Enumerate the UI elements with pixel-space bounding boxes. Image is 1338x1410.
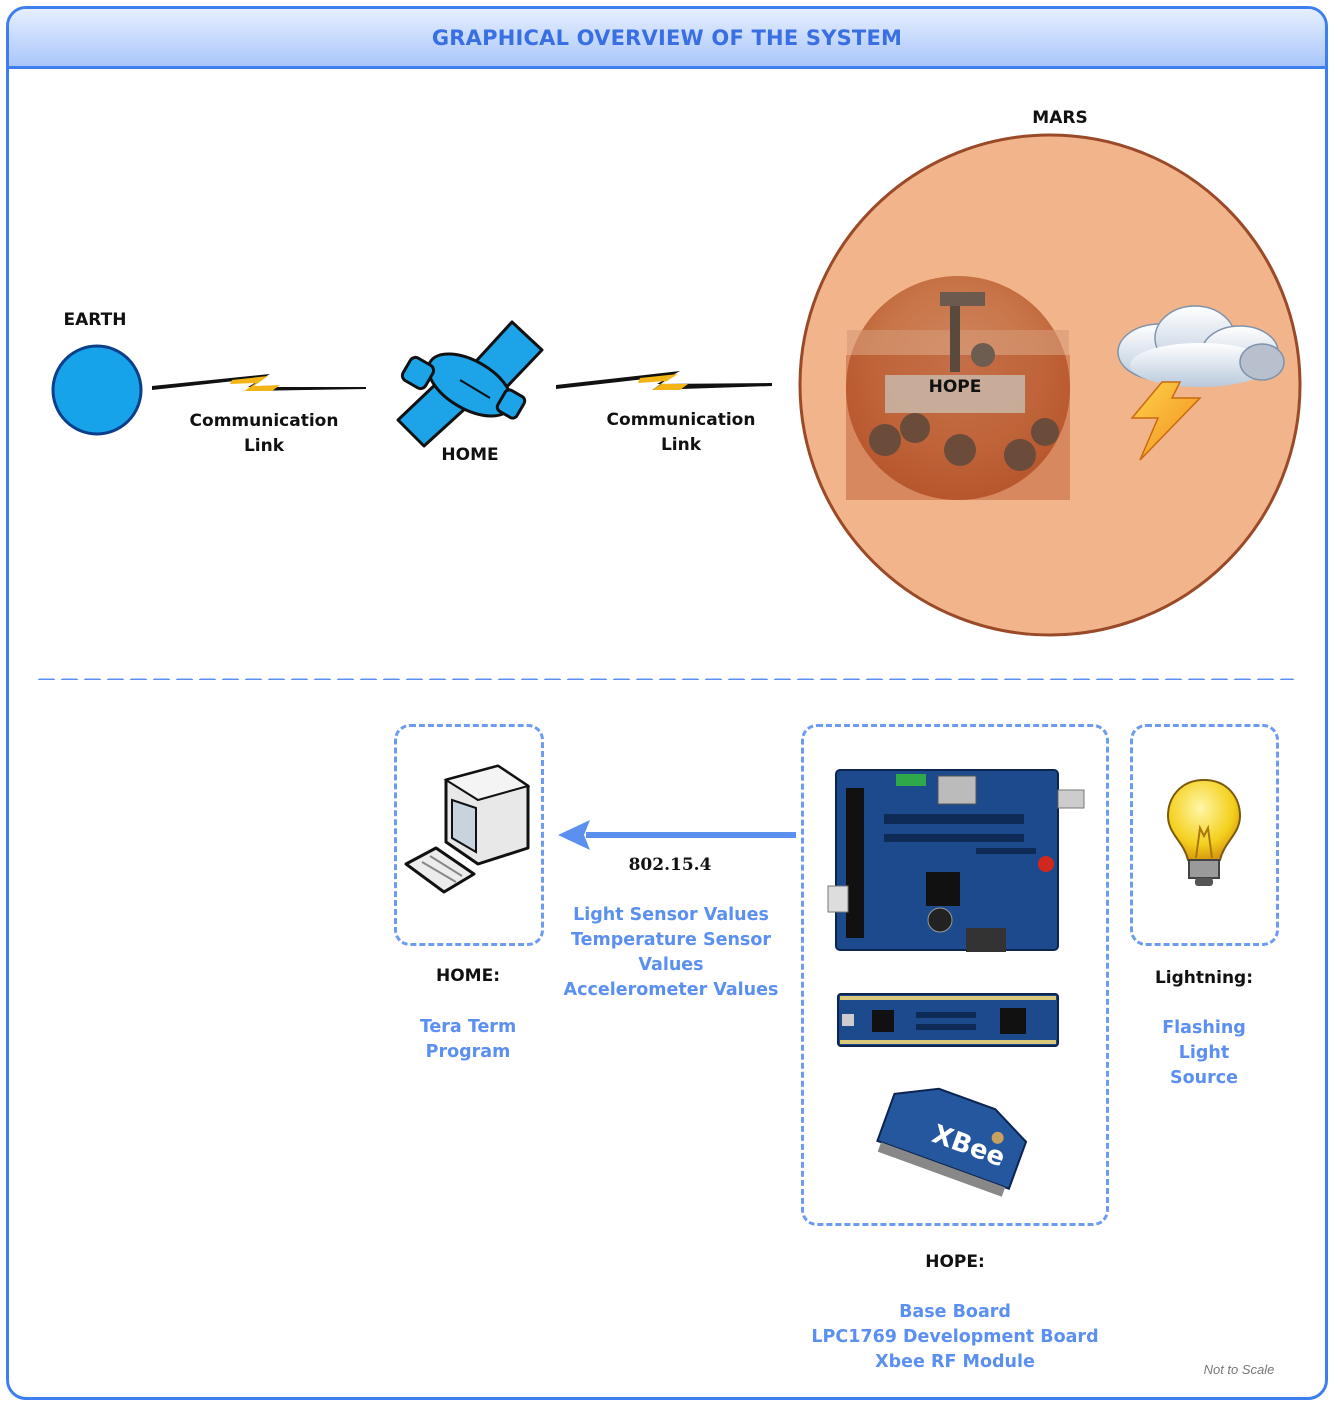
earth-label: EARTH xyxy=(63,310,127,330)
data-flow-arrow xyxy=(558,820,796,850)
mars-label: MARS xyxy=(1032,108,1088,128)
home-title: HOME: xyxy=(435,966,500,986)
link-1-label: Communication Link xyxy=(178,409,350,459)
top-diagram xyxy=(37,133,1302,680)
hope-box xyxy=(801,724,1109,1226)
hope-desc-line-2: LPC1769 Development Board xyxy=(811,1327,1099,1347)
page-title: GRAPHICAL OVERVIEW OF THE SYSTEM xyxy=(431,26,903,50)
hope-desc-line-1: Base Board xyxy=(899,1302,1011,1322)
lpc1769-board-icon xyxy=(837,993,1059,1047)
lightning-description: Flashing Light Source xyxy=(1134,1016,1274,1091)
header-bar: GRAPHICAL OVERVIEW OF THE SYSTEM xyxy=(9,9,1325,69)
rover-photo-icon xyxy=(846,276,1070,500)
xbee-module-icon: XBee xyxy=(876,1087,1028,1197)
link-2-label-line-1: Communication xyxy=(606,410,756,430)
home-box xyxy=(394,724,544,946)
earth-icon xyxy=(51,344,143,436)
lightning-title: Lightning: xyxy=(1154,968,1254,988)
home-satellite-label: HOME xyxy=(441,445,499,465)
link-2-label: Communication Link xyxy=(595,408,767,458)
base-board-icon xyxy=(827,769,1085,952)
lightning-desc-line-1: Flashing xyxy=(1162,1018,1246,1038)
computer-icon xyxy=(404,764,531,894)
satellite-icon xyxy=(396,320,544,448)
protocol-label: 802.15.4 xyxy=(628,855,712,875)
hope-rover-label: HOPE xyxy=(928,377,982,397)
data-line-accelerometer: Accelerometer Values xyxy=(563,980,779,1000)
hope-desc-line-3: Xbee RF Module xyxy=(875,1352,1035,1372)
hope-title: HOPE: xyxy=(925,1252,985,1272)
transmitted-data-list: Light Sensor Values Temperature Sensor V… xyxy=(540,903,802,1003)
lightning-bolt-icon xyxy=(1130,381,1202,461)
home-desc-line-2: Program xyxy=(425,1042,511,1062)
data-line-light: Light Sensor Values xyxy=(573,905,769,925)
light-bulb-icon xyxy=(1166,778,1242,886)
link-1-label-line-1: Communication xyxy=(189,411,339,431)
hope-description: Base Board LPC1769 Development Board Xbe… xyxy=(805,1300,1105,1375)
lightning-desc-line-3: Source xyxy=(1170,1068,1238,1088)
lightning-link-1-icon xyxy=(152,374,366,391)
lightning-box xyxy=(1130,724,1279,946)
lightning-link-2-icon xyxy=(556,371,772,390)
home-desc-line-1: Tera Term xyxy=(419,1017,517,1037)
data-line-temperature: Temperature Sensor Values xyxy=(571,930,771,975)
storm-cloud-icon xyxy=(1117,305,1285,387)
home-description: Tera Term Program xyxy=(398,1015,538,1065)
link-2-label-line-2: Link xyxy=(660,435,702,455)
lightning-desc-line-2: Light xyxy=(1178,1043,1230,1063)
link-1-label-line-2: Link xyxy=(243,436,285,456)
scale-note: Not to Scale xyxy=(1203,1362,1275,1377)
